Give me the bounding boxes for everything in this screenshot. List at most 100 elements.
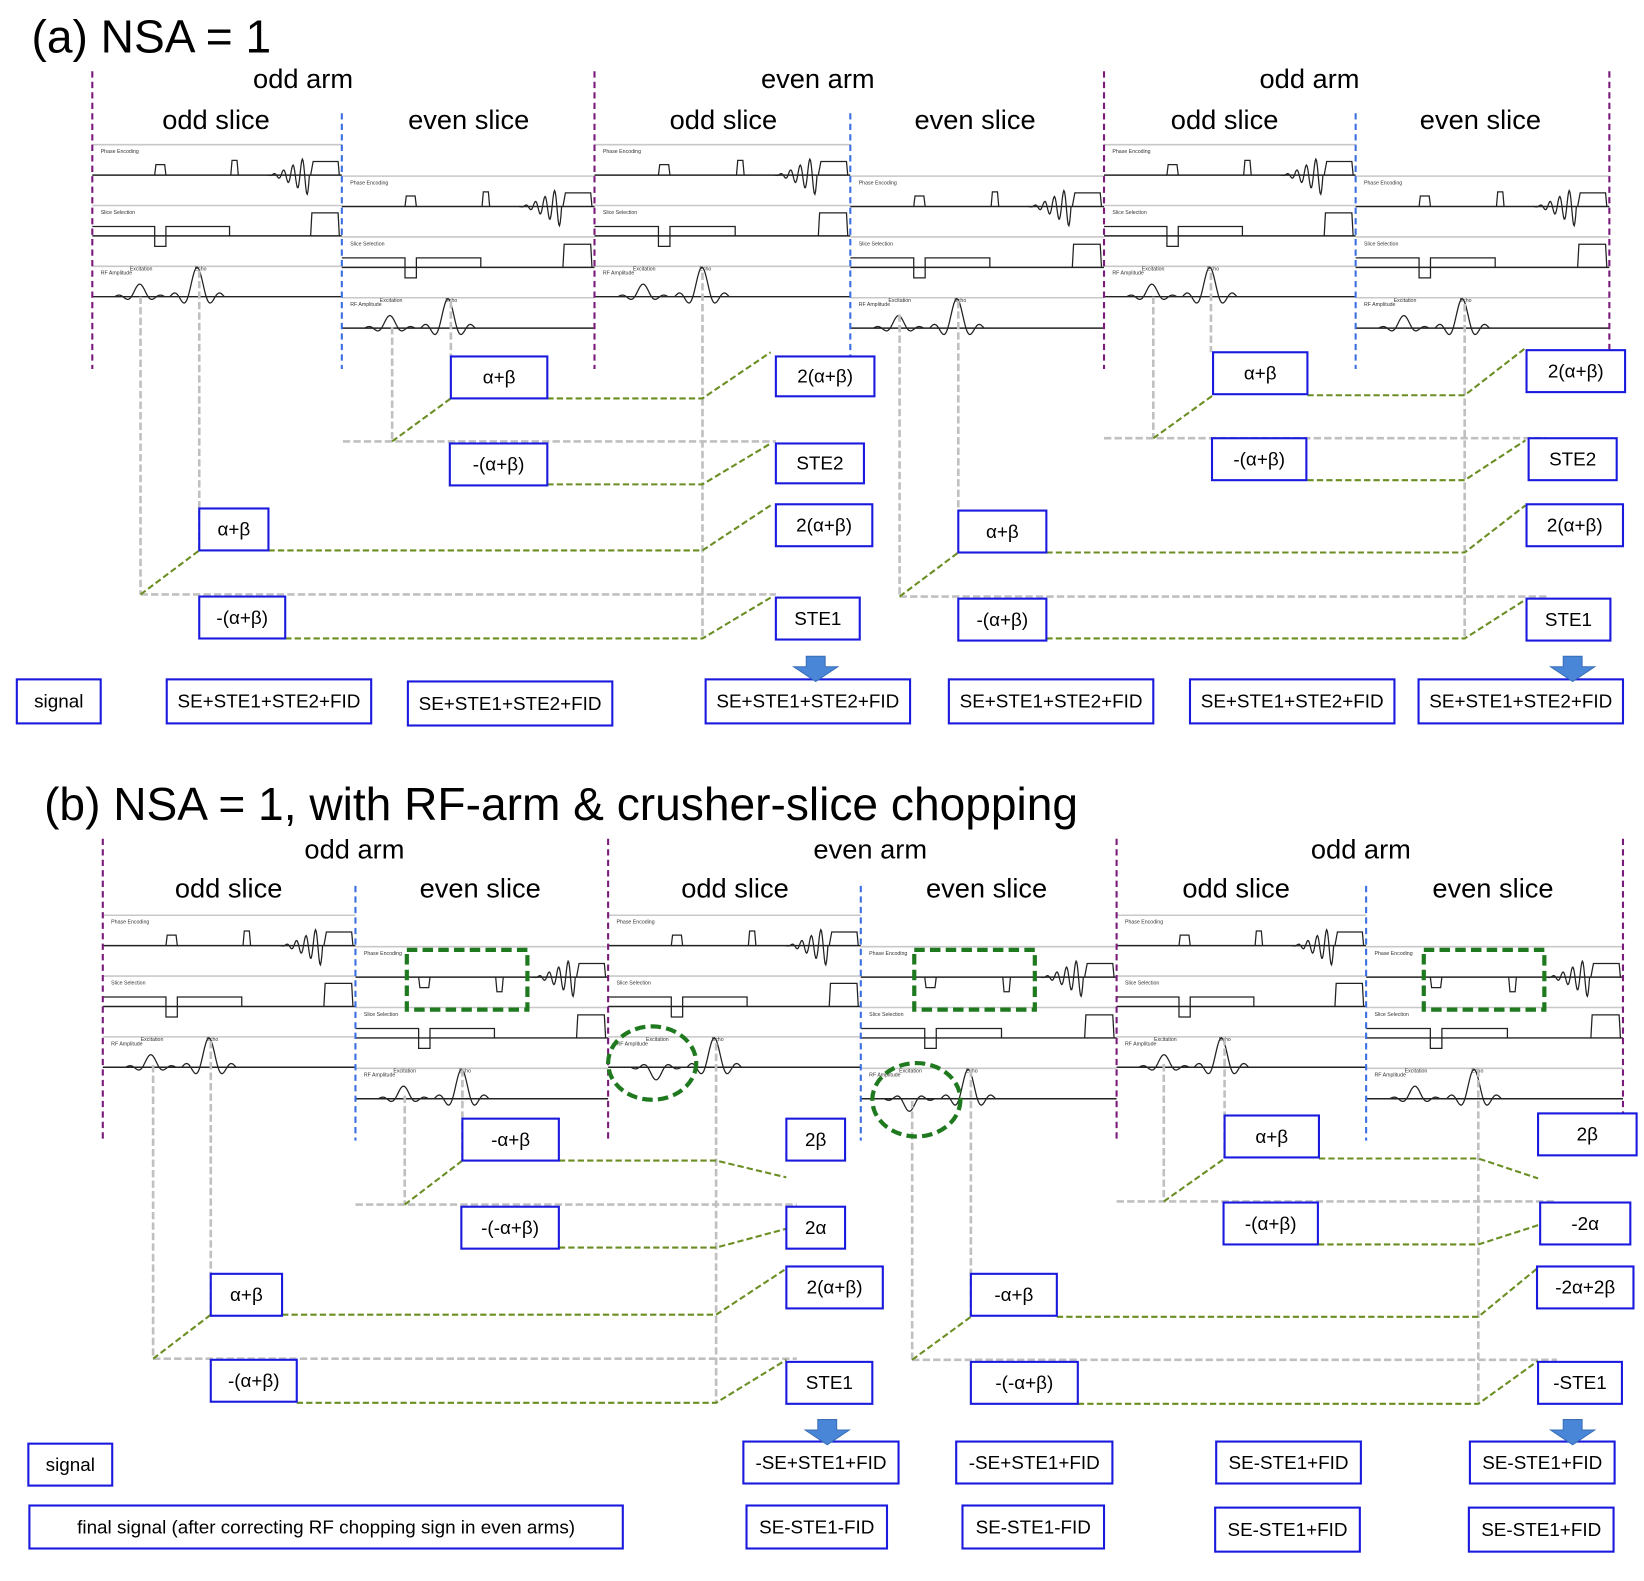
pathway-label-box: -(α+β) [209,1358,298,1403]
excitation-pulse [1126,283,1178,301]
pathway-label-box-border [774,442,865,485]
slice-header: even slice [408,104,529,135]
final-signal-box-text: SE-STE1+FID [1481,1519,1601,1540]
pathway-label-box: 2(α+β) [1525,349,1627,394]
rf-row-label: RF Amplitude [869,1073,901,1079]
coherence-pathway-line [1307,347,1527,397]
echo-label: Echo [712,1037,724,1043]
pathway-label-box-text: α+β [986,521,1019,542]
phase-row-label: Phase Encoding [364,951,402,957]
slice-select-gradient [850,257,991,279]
slice-header: odd slice [162,104,270,135]
refocusing-pulse [181,1037,237,1075]
slice-select-gradient [1104,225,1244,248]
signal-box-border [947,678,1155,725]
pathway-label-box-border [785,1117,847,1162]
slice-row-label: Slice Selection [1375,1012,1409,1018]
pathway-label-box-text: -(-α+β) [995,1372,1053,1393]
readout-trapezoid [1334,931,1365,946]
slice-header: odd slice [1171,104,1279,135]
pathway-label-box: -(-α+β) [460,1205,560,1250]
excitation-label: Excitation [130,266,153,272]
readout-oscillation [1545,959,1591,998]
crusher-pulse [1495,191,1505,207]
final-signal-box-border [745,1504,889,1550]
crusher-pulse [735,159,745,176]
coherence-pathway-line [282,1267,787,1316]
excitation-label: Excitation [393,1069,416,1075]
slice-header: odd slice [670,104,778,135]
coherence-pathway-line [404,1159,464,1206]
pathway-label-box-text: 2(α+β) [797,366,853,387]
signal-box-border [165,678,373,725]
panel-b-title: (b) NSA = 1, with RF-arm & crusher-slice… [44,778,1078,830]
pathway-label-box-text: 2(α+β) [807,1277,863,1298]
coherence-pathway-line [1318,1157,1539,1180]
phase-row-label: Phase Encoding [350,181,388,187]
pathway-label-box: STE1 [1525,597,1612,642]
excitation-pulse [617,283,669,301]
signal-box-border [1468,1440,1616,1485]
pathway-label-box: STE1 [774,596,861,641]
readout-trapezoid [1071,192,1103,207]
rf-chop-highlight [606,1024,699,1102]
pathway-label-box-border [1223,1114,1320,1159]
coherence-pathway-line [1152,394,1214,440]
arm-header: odd arm [1260,63,1360,94]
pathway-label-box-border [774,503,874,548]
coherence-pathway-line [1046,598,1527,640]
excitation-pulse [883,1095,935,1112]
pathway-label-box-border [1210,437,1308,482]
down-arrow-icon [1548,655,1597,683]
readout-oscillation [1027,189,1072,228]
pathway-label-box-text: -(α+β) [216,607,268,628]
pathway-label-box-border [460,1205,560,1250]
signal-box-text: SE+STE1+STE2+FID [419,693,602,714]
slice-row-label: Slice Selection [1112,210,1146,216]
slice-header: even slice [420,872,541,903]
refocusing-pulse [1446,1068,1502,1106]
slice-row-label: Slice Selection [111,980,145,986]
coherence-pathway-line [391,397,452,443]
refocusing-pulse [940,1068,996,1106]
slice-row-label: Slice Selection [869,1012,903,1018]
signal-box-text: SE+STE1+STE2+FID [178,691,361,712]
slice-header: odd slice [1182,872,1290,903]
pathway-label-box-border [957,509,1048,554]
pathway-label-box-text: 2α [805,1217,826,1238]
pathway-label-box: -(α+β) [1210,437,1308,482]
phase-row-label: Phase Encoding [869,951,907,957]
pathway-label-box-text: -α+β [491,1129,530,1150]
readout-trapezoid [828,931,859,946]
phase-row-label: Phase Encoding [859,181,897,187]
slice-trapezoid [1590,1014,1622,1038]
pathway-label-box-text: -(-α+β) [481,1217,539,1238]
pathway-label-box: 2(α+β) [774,355,876,398]
echo-label: Echo [954,298,966,304]
final-signal-box: SE-STE1-FID [961,1504,1106,1550]
excitation-label: Excitation [1154,1037,1177,1043]
pathway-label-box-text: 2β [805,1129,826,1150]
coherence-pathway-line [558,1227,787,1249]
readout-oscillation [1039,959,1084,998]
pathway-label-box-border [209,1272,284,1317]
slice-row-label: Slice Selection [617,980,651,986]
slice-trapezoid [575,1014,607,1038]
phase-row-label: Phase Encoding [111,920,149,926]
slice-header: even slice [914,104,1035,135]
slice-row-label: Slice Selection [1364,241,1398,247]
crusher-pulse [165,934,178,946]
pathway-label-box: -(-α+β) [969,1360,1079,1405]
slice-row-label: Slice Selection [364,1012,398,1018]
pathway-label-box: α+β [198,507,270,552]
signal-box-text: SE+STE1+STE2+FID [1429,691,1612,712]
slice-select-gradient [1366,1027,1509,1050]
signal-label-box: signal [15,678,102,725]
readout-trapezoid [1084,962,1115,978]
